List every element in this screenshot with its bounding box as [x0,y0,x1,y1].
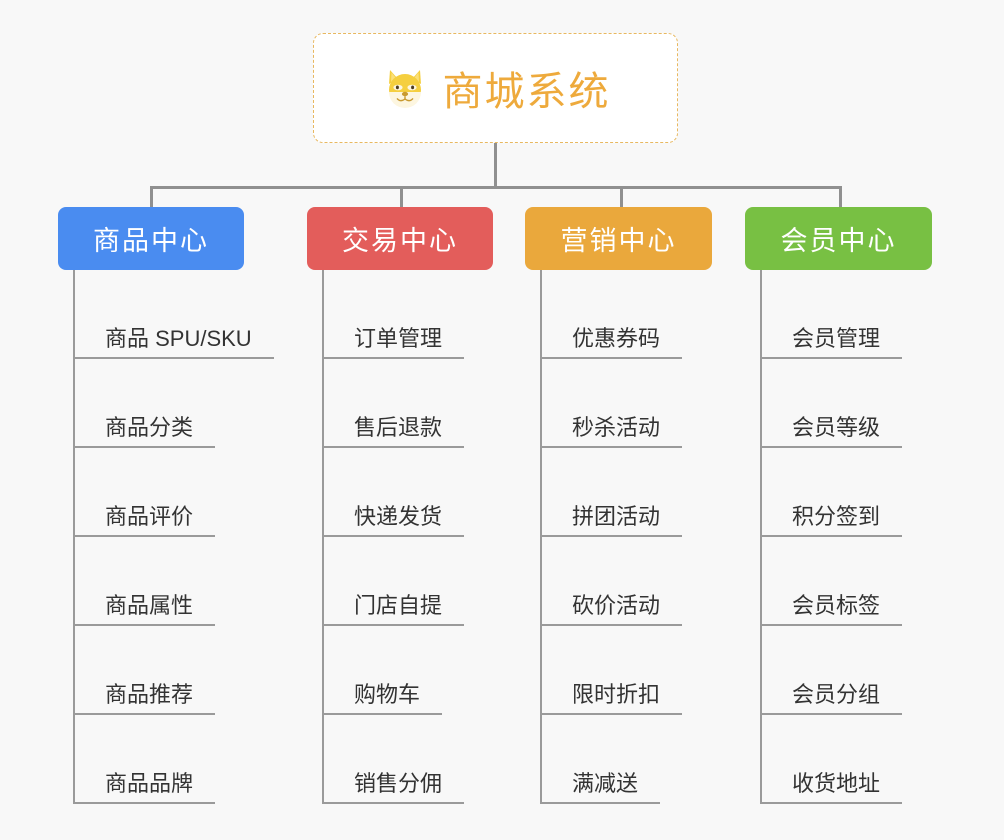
connector-drop-member-center [839,186,842,208]
leaf-item-label: 订单管理 [322,326,465,359]
branch-header-label: 商品中心 [93,226,209,256]
leaf-item-label: 商品属性 [73,593,216,626]
leaf-item-label: 快递发货 [322,504,465,537]
branch-header-label: 营销中心 [560,226,677,256]
leaf-item[interactable]: 砍价活动 [540,537,683,626]
leaf-item-label: 满减送 [540,771,661,804]
leaf-item[interactable]: 积分签到 [760,448,903,537]
leaf-item-label: 会员分组 [760,682,903,715]
leaf-item-label: 商品品牌 [73,771,216,804]
leaf-item-label: 售后退款 [322,415,465,448]
leaf-item[interactable]: 商品评价 [73,448,274,537]
branch-trade-center: 交易中心订单管理售后退款快递发货门店自提购物车销售分佣 [307,207,493,804]
branch-header-label: 会员中心 [780,226,897,256]
leaf-item[interactable]: 会员标签 [760,537,903,626]
leaf-item-label: 销售分佣 [322,771,465,804]
leaf-item[interactable]: 会员管理 [760,270,903,359]
leaf-item-label: 会员标签 [760,593,903,626]
leaf-item-label: 会员管理 [760,326,903,359]
leaf-item[interactable]: 会员等级 [760,359,903,448]
leaf-item[interactable]: 秒杀活动 [540,359,683,448]
connector-root-stem [494,143,497,189]
leaf-item[interactable]: 限时折扣 [540,626,683,715]
branch-trunk-trade-center [322,270,324,804]
branch-header-marketing-center[interactable]: 营销中心 [525,207,712,270]
root-node[interactable]: 商城系统 [313,33,678,143]
leaf-item[interactable]: 优惠券码 [540,270,683,359]
leaf-item-label: 秒杀活动 [540,415,683,448]
connector-drop-product-center [150,186,153,208]
root-title: 商城系统 [442,70,611,114]
leaf-item-label: 拼团活动 [540,504,683,537]
leaf-item-label: 购物车 [322,682,443,715]
connector-drop-marketing-center [620,186,623,208]
branch-trunk-marketing-center [540,270,542,804]
branch-marketing-center: 营销中心优惠券码秒杀活动拼团活动砍价活动限时折扣满减送 [525,207,712,804]
leaf-item[interactable]: 商品品牌 [73,715,274,804]
leaf-item[interactable]: 销售分佣 [322,715,465,804]
leaf-list-product-center: 商品 SPU/SKU 商品分类商品评价商品属性商品推荐商品品牌 [73,270,274,804]
leaf-item[interactable]: 商品推荐 [73,626,274,715]
dog-face-icon [381,64,429,112]
branch-trunk-member-center [760,270,762,804]
leaf-list-member-center: 会员管理会员等级积分签到会员标签会员分组收货地址 [760,270,903,804]
leaf-item[interactable]: 拼团活动 [540,448,683,537]
leaf-item-label: 积分签到 [760,504,903,537]
branch-header-member-center[interactable]: 会员中心 [745,207,932,270]
leaf-item[interactable]: 售后退款 [322,359,465,448]
leaf-item-label: 限时折扣 [540,682,683,715]
leaf-item[interactable]: 商品属性 [73,537,274,626]
leaf-item[interactable]: 会员分组 [760,626,903,715]
branch-header-product-center[interactable]: 商品中心 [58,207,244,270]
branch-trunk-product-center [73,270,75,804]
leaf-item-label: 门店自提 [322,593,465,626]
leaf-list-marketing-center: 优惠券码秒杀活动拼团活动砍价活动限时折扣满减送 [540,270,683,804]
leaf-list-trade-center: 订单管理售后退款快递发货门店自提购物车销售分佣 [322,270,465,804]
leaf-item[interactable]: 门店自提 [322,537,465,626]
leaf-item-label: 优惠券码 [540,326,683,359]
leaf-item[interactable]: 商品 SPU/SKU [73,270,274,359]
leaf-item[interactable]: 满减送 [540,715,682,804]
leaf-item[interactable]: 收货地址 [760,715,903,804]
leaf-item-label: 商品分类 [73,415,216,448]
leaf-item-label: 商品 SPU/SKU [73,326,274,359]
leaf-item[interactable]: 商品分类 [73,359,274,448]
leaf-item[interactable]: 购物车 [322,626,464,715]
connector-drop-trade-center [400,186,403,208]
leaf-item-label: 会员等级 [760,415,903,448]
leaf-item-label: 砍价活动 [540,593,683,626]
leaf-item-label: 收货地址 [760,771,903,804]
leaf-item[interactable]: 订单管理 [322,270,465,359]
branch-product-center: 商品中心商品 SPU/SKU 商品分类商品评价商品属性商品推荐商品品牌 [58,207,274,804]
connector-bus [150,186,841,189]
branch-header-label: 交易中心 [342,226,458,256]
branch-header-trade-center[interactable]: 交易中心 [307,207,493,270]
leaf-item-label: 商品评价 [73,504,216,537]
branch-member-center: 会员中心会员管理会员等级积分签到会员标签会员分组收货地址 [745,207,932,804]
leaf-item[interactable]: 快递发货 [322,448,465,537]
leaf-item-label: 商品推荐 [73,682,216,715]
